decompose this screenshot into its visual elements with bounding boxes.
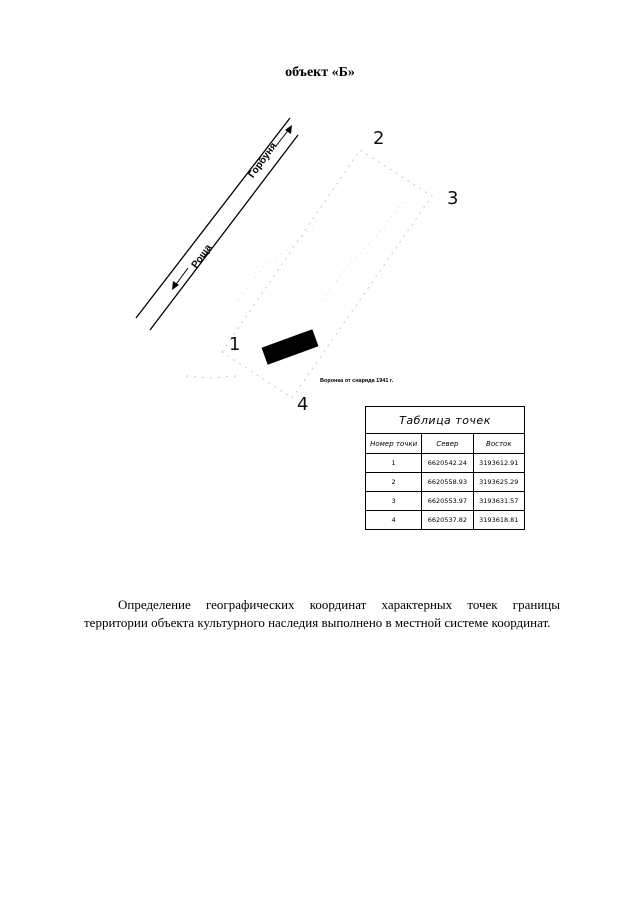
cell-point-number: 3 [364, 491, 423, 511]
point-label-2: 2 [373, 128, 384, 149]
body-paragraph: Определение географических координат хар… [84, 597, 560, 630]
cell-east: 3193631.57 [472, 491, 526, 511]
point-label-4: 4 [297, 394, 308, 415]
point-label-3: 3 [447, 188, 458, 209]
parcel-boundary [221, 149, 433, 399]
table-row: 3 6620553.97 3193631.57 [364, 491, 526, 511]
point-label-1: 1 [229, 334, 240, 355]
cell-north: 6620537.82 [421, 510, 474, 530]
table-row: 4 6620537.82 3193618.81 [364, 510, 526, 530]
points-table-caption: Таблица точек [365, 406, 525, 434]
road-label-roshcha: Роща [190, 242, 215, 270]
cell-north: 6620553.97 [421, 491, 474, 511]
cell-east: 3193612.91 [472, 453, 526, 473]
cell-point-number: 2 [364, 472, 423, 492]
table-row: 2 6620558.93 3193625.29 [364, 472, 526, 492]
header-north: Север [421, 433, 474, 454]
arrow-down-left-head [172, 281, 179, 290]
site-plan: Роща Горбуня 1 2 3 4 Воронка от снаряда … [135, 117, 458, 415]
cell-east: 3193618.81 [472, 510, 526, 530]
road-label-gorbunya: Горбуня [246, 140, 280, 180]
page-title: объект «Б» [285, 65, 355, 80]
road-line-inner [149, 134, 299, 331]
crater-block [261, 329, 319, 365]
table-row: 1 6620542.24 3193612.91 [364, 453, 526, 473]
cell-north: 6620558.93 [421, 472, 474, 492]
faint-left-marks [185, 375, 237, 379]
faint-inner-marks-2 [321, 199, 405, 301]
cell-east: 3193625.29 [472, 472, 526, 492]
cell-point-number: 1 [364, 453, 423, 473]
crater-caption: Воронка от снаряда 1941 г. [320, 378, 394, 384]
cell-north: 6620542.24 [421, 453, 474, 473]
header-point-number: Номер точки [364, 433, 423, 454]
road-line-outer [135, 117, 291, 319]
points-table: Таблица точек Номер точки Север Восток 1… [364, 406, 526, 530]
faint-inner-marks [237, 219, 319, 301]
cell-point-number: 4 [364, 510, 423, 530]
arrow-up-right-head [285, 125, 292, 134]
header-east: Восток [472, 433, 526, 454]
